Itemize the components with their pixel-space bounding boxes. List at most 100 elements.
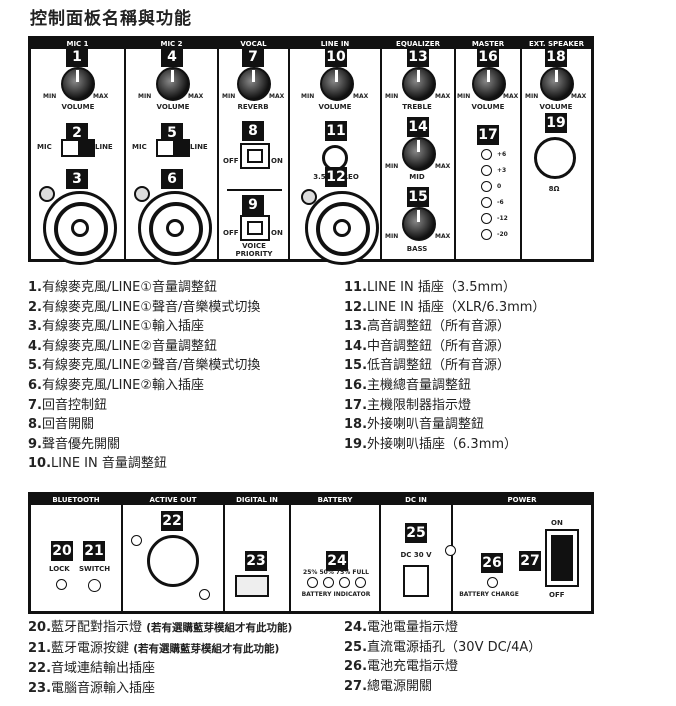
volume-label: VOLUME — [61, 103, 95, 111]
callout-2: 2 — [66, 123, 88, 143]
mic1-combo-jack[interactable] — [43, 191, 117, 265]
screw-icon — [39, 186, 55, 202]
mid-knob[interactable] — [402, 137, 436, 171]
battery-led — [323, 577, 334, 588]
divider — [223, 495, 225, 611]
mic1-volume-knob[interactable] — [61, 67, 95, 101]
min-label: MIN — [301, 93, 315, 100]
header-power: POWER — [453, 495, 591, 505]
battery-led — [339, 577, 350, 588]
header-master: MASTER — [456, 39, 520, 49]
limiter-led — [481, 149, 492, 160]
callout-17: 17 — [477, 125, 499, 145]
mic2-mode-switch[interactable] — [156, 139, 190, 157]
list-item: 18.外接喇叭音量調整鈕 — [344, 417, 485, 433]
list-item: 26.電池充電指示燈 — [344, 659, 459, 675]
list-item: 2.有線麥克風/LINE①聲音/音樂模式切換 — [28, 299, 261, 315]
led-level-label: +6 — [497, 151, 507, 158]
legend-list-bottom-right: 24.電池電量指示燈 25.直流電源插孔（30V DC/4A） 26.電池充電指… — [344, 618, 541, 696]
callout-20: 20 — [51, 541, 73, 561]
on-label: ON — [551, 519, 563, 527]
battery-indicator-label: BATTERY INDICATOR — [301, 591, 371, 598]
page-title: 控制面板名稱與功能 — [30, 9, 192, 29]
list-item: 7.回音控制鈕 — [28, 397, 107, 413]
mic-label: MIC — [37, 143, 52, 151]
list-item: 25.直流電源插孔（30V DC/4A） — [344, 639, 542, 655]
led-level-label: 0 — [497, 183, 502, 190]
usb-input-port[interactable] — [235, 575, 269, 597]
max-label: MAX — [435, 163, 451, 170]
callout-15: 15 — [407, 187, 429, 207]
screw-icon — [134, 186, 150, 202]
bluetooth-power-button[interactable] — [88, 579, 101, 592]
callout-10: 10 — [325, 47, 347, 67]
led-level-label: +3 — [497, 167, 507, 174]
list-item: 1.有線麥克風/LINE①音量調整鈕 — [28, 280, 218, 295]
volume-label: VOLUME — [539, 103, 573, 111]
max-label: MAX — [269, 93, 285, 100]
main-power-switch[interactable] — [545, 529, 579, 587]
divider — [520, 39, 522, 259]
max-label: MAX — [571, 93, 587, 100]
header-line-in: LINE IN — [290, 39, 380, 49]
callout-12: 12 — [325, 167, 347, 187]
dc-label: DC 30 V — [400, 551, 432, 559]
mic2-volume-knob[interactable] — [156, 67, 190, 101]
list-item: 17.主機限制器指示燈 — [344, 397, 472, 413]
list-item: 4.有線麥克風/LINE②音量調整鈕 — [28, 338, 218, 354]
min-label: MIN — [457, 93, 471, 100]
treble-knob[interactable] — [402, 67, 436, 101]
ohm-label: 8Ω — [548, 185, 560, 193]
voice-priority-switch[interactable] — [240, 215, 270, 241]
line-label: LINE — [95, 143, 113, 151]
dc-power-jack[interactable] — [403, 565, 429, 597]
battery-charge-label: BATTERY CHARGE — [459, 591, 519, 598]
callout-6: 6 — [161, 169, 183, 189]
min-label: MIN — [43, 93, 57, 100]
max-label: MAX — [435, 233, 451, 240]
xlr-output-jack[interactable] — [147, 535, 199, 587]
header-equalizer: EQUALIZER — [382, 39, 454, 49]
master-volume-knob[interactable] — [472, 67, 506, 101]
limiter-led — [481, 181, 492, 192]
mid-label: MID — [409, 173, 425, 181]
header-mic1: MIC 1 — [31, 39, 124, 49]
divider — [288, 39, 290, 259]
off-label: OFF — [549, 591, 565, 599]
callout-27: 27 — [519, 551, 541, 571]
legend-list-left: 1.有線麥克風/LINE①音量調整鈕 2.有線麥克風/LINE①聲音/音樂模式切… — [28, 278, 260, 474]
list-item: 12.LINE IN 插座（XLR/6.3mm） — [344, 299, 546, 315]
callout-23: 23 — [245, 551, 267, 571]
list-item: 10.LINE IN 音量調整鈕 — [28, 456, 167, 472]
callout-5: 5 — [161, 123, 183, 143]
ext-speaker-jack[interactable] — [534, 137, 576, 179]
list-item: 24.電池電量指示燈 — [344, 620, 459, 635]
off-label: OFF — [223, 229, 239, 237]
reverb-label: REVERB — [237, 103, 269, 111]
list-item: 23.電腦音源輸入插座 — [28, 680, 156, 696]
divider — [379, 495, 381, 611]
divider — [124, 39, 126, 259]
mic1-mode-switch[interactable] — [61, 139, 95, 157]
callout-19: 19 — [545, 113, 567, 133]
header-mic2: MIC 2 — [126, 39, 217, 49]
bass-knob[interactable] — [402, 207, 436, 241]
header-bluetooth: BLUETOOTH — [31, 495, 121, 505]
ext-speaker-volume-knob[interactable] — [540, 67, 574, 101]
callout-8: 8 — [242, 121, 264, 141]
callout-22: 22 — [161, 511, 183, 531]
callout-11: 11 — [325, 121, 347, 141]
line-in-combo-jack[interactable] — [305, 191, 379, 265]
callout-24: 24 — [326, 551, 348, 571]
min-label: MIN — [385, 93, 399, 100]
on-label: ON — [271, 157, 283, 165]
led-level-label: -6 — [497, 199, 504, 206]
legend-list-bottom-left: 20.藍牙配對指示燈 (若有選購藍芽模組才有此功能) 21.藍牙電源按鍵 (若有… — [28, 618, 292, 698]
line-label: LINE — [190, 143, 208, 151]
reverb-knob[interactable] — [237, 67, 271, 101]
on-label: ON — [271, 229, 283, 237]
line-in-volume-knob[interactable] — [320, 67, 354, 101]
mic2-combo-jack[interactable] — [138, 191, 212, 265]
battery-led — [355, 577, 366, 588]
reverb-switch[interactable] — [240, 143, 270, 169]
